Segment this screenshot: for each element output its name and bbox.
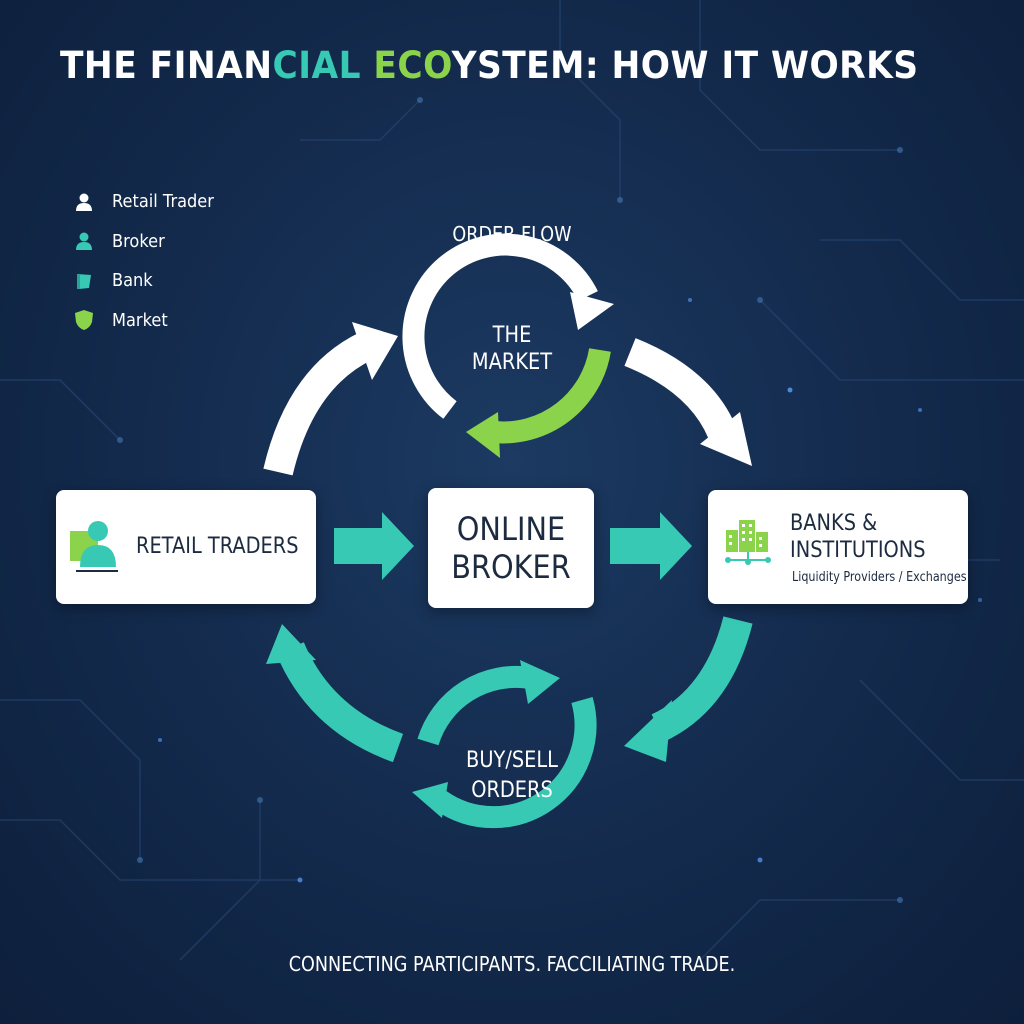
retail-trader-icon xyxy=(70,521,118,572)
broker-label-line: ONLINE xyxy=(456,510,566,548)
title-text-green: ECO xyxy=(373,44,452,87)
legend-item-bank: Bank xyxy=(72,261,225,301)
legend-label: Retail Trader xyxy=(112,191,214,213)
buy-sell-label-line: BUY/SELL xyxy=(466,748,558,773)
legend-item-retail-trader: Retail Trader xyxy=(72,182,225,222)
banks-institutions-label: BANKS & INSTITUTIONS xyxy=(790,510,926,564)
banks-label-line: INSTITUTIONS xyxy=(790,538,926,563)
arrow-broker-to-banks xyxy=(610,512,692,580)
arrow-market-to-banks xyxy=(624,338,752,466)
legend-item-market: Market xyxy=(72,301,225,341)
market-cycle-white-arc xyxy=(402,233,614,419)
orders-cycle-arcs xyxy=(412,660,597,829)
market-label: THE MARKET xyxy=(442,322,583,376)
buy-sell-orders-label: BUY/SELL ORDERS xyxy=(442,746,583,806)
banks-institutions-node: BANKS & INSTITUTIONS Liquidity Providers… xyxy=(708,490,968,604)
footer-tagline: CONNECTING PARTICIPANTS. FACCILIATING TR… xyxy=(288,952,736,976)
market-label-line: THE xyxy=(492,323,532,348)
market-label-line: MARKET xyxy=(471,350,553,375)
title-text-rest: YSTEM: HOW IT WORKS xyxy=(451,44,919,87)
legend-label: Bank xyxy=(112,270,153,292)
online-broker-node: ONLINE BROKER xyxy=(428,488,594,608)
arrow-retail-to-broker xyxy=(334,512,414,580)
retail-traders-label: RETAIL TRADERS xyxy=(136,534,299,559)
person-icon xyxy=(72,190,96,214)
broker-label-line: BROKER xyxy=(451,548,571,586)
order-flow-label: ORDER FLOW xyxy=(452,222,572,246)
title-text-white: THE FINAN xyxy=(60,44,273,87)
legend-item-broker: Broker xyxy=(72,222,225,262)
market-cycle-green-arc xyxy=(466,347,611,458)
legend-label: Market xyxy=(112,309,168,331)
retail-traders-node: RETAIL TRADERS xyxy=(56,490,316,604)
building-network-icon xyxy=(725,520,771,565)
title-space xyxy=(361,44,373,87)
buy-sell-label-line: ORDERS xyxy=(471,778,553,803)
banks-label-line: BANKS & xyxy=(790,511,878,536)
person-icon xyxy=(72,229,96,253)
arrow-banks-to-orders xyxy=(624,616,753,762)
page-title: THE FINANCIAL ECOYSTEM: HOW IT WORKS xyxy=(60,44,919,87)
legend: Retail Trader Broker Bank Market xyxy=(72,182,225,340)
flag-icon xyxy=(72,269,96,293)
legend-label: Broker xyxy=(112,230,165,252)
arrow-retail-to-market xyxy=(263,322,398,476)
online-broker-label: ONLINE BROKER xyxy=(436,510,585,586)
title-text-teal: CIAL xyxy=(272,44,361,87)
arrow-orders-to-retail xyxy=(266,624,404,763)
shield-icon xyxy=(72,308,96,332)
banks-subtitle: Liquidity Providers / Exchanges xyxy=(792,570,967,585)
